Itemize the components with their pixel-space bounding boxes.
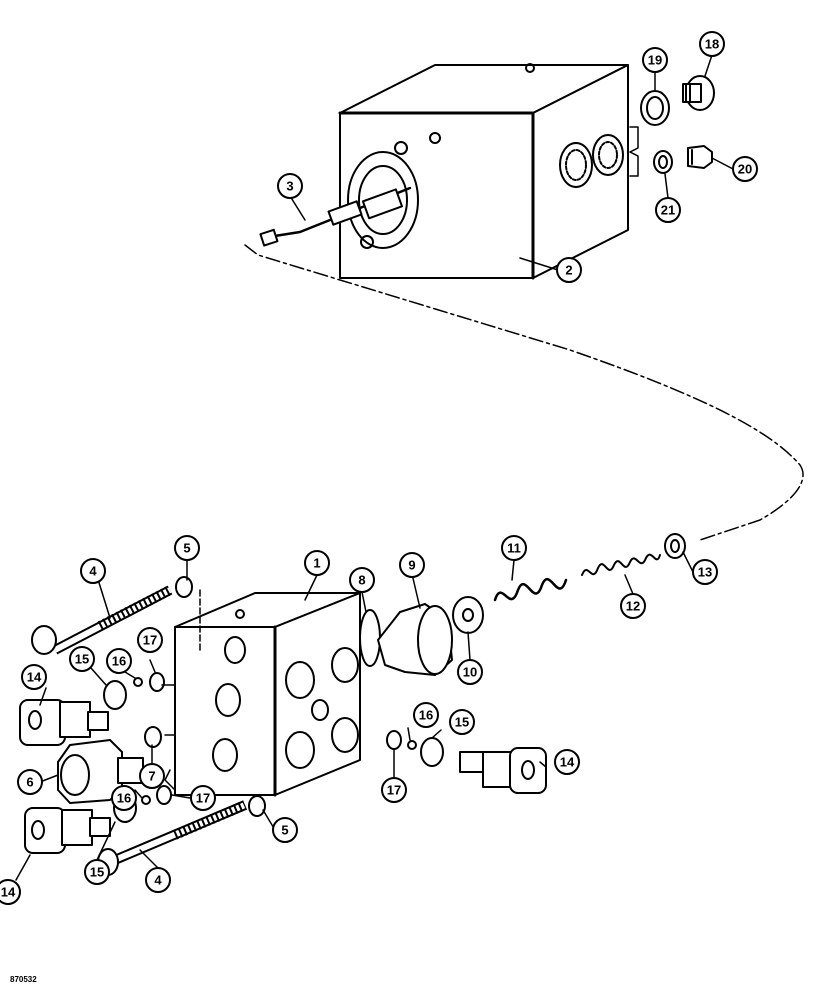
ball-16a [133, 677, 143, 687]
callout-20: 20 [732, 156, 758, 182]
callout-4-upper: 4 [80, 558, 106, 584]
spring-12 [581, 553, 661, 576]
assembly-line [244, 244, 804, 541]
spring-11 [493, 577, 568, 602]
cartridge-lower-left [24, 807, 111, 854]
callout-21: 21 [655, 197, 681, 223]
bolt-lower [97, 800, 247, 876]
svg-text:14: 14 [1, 885, 16, 900]
plug-18 [682, 75, 715, 111]
o-ring-15c [420, 737, 444, 767]
valve-body-upper [338, 63, 639, 280]
cartridge-upper-left [19, 699, 109, 746]
svg-text:14: 14 [560, 755, 575, 770]
washer-upper [175, 576, 193, 598]
washer-lower [248, 795, 266, 817]
svg-text:6: 6 [26, 775, 33, 790]
callout-15-right: 15 [449, 709, 475, 735]
o-ring-15a [103, 680, 127, 710]
callout-15-lower: 15 [84, 859, 110, 885]
callout-14-upper-left: 14 [21, 664, 47, 690]
washer-13 [664, 533, 686, 559]
svg-text:4: 4 [154, 873, 162, 888]
svg-text:14: 14 [27, 670, 42, 685]
end-cap-9 [377, 603, 453, 676]
svg-text:16: 16 [117, 791, 131, 806]
callout-15-upper: 15 [69, 646, 95, 672]
o-ring-8 [359, 609, 381, 667]
ball-16c [407, 740, 417, 750]
cartridge-right [459, 747, 547, 794]
callout-17-upper: 17 [137, 627, 163, 653]
svg-text:5: 5 [183, 541, 190, 556]
callout-7: 7 [139, 763, 165, 789]
svg-text:15: 15 [75, 652, 89, 667]
callout-17-right: 17 [381, 777, 407, 803]
callout-14-right: 14 [554, 749, 580, 775]
ball-16b [141, 795, 151, 805]
svg-text:8: 8 [358, 573, 365, 588]
svg-text:4: 4 [89, 564, 97, 579]
callout-16-upper: 16 [106, 648, 132, 674]
svg-text:5: 5 [281, 823, 288, 838]
callout-18: 18 [699, 31, 725, 57]
svg-text:11: 11 [507, 541, 521, 556]
o-ring-17b [156, 785, 172, 805]
svg-text:1: 1 [313, 556, 320, 571]
callout-16-right: 16 [413, 702, 439, 728]
callout-8: 8 [349, 567, 375, 593]
callout-16-lower: 16 [111, 785, 137, 811]
callout-14-lower-left: 14 [0, 879, 21, 905]
svg-text:19: 19 [648, 53, 662, 68]
svg-text:15: 15 [455, 715, 469, 730]
svg-text:10: 10 [463, 665, 477, 680]
svg-text:17: 17 [196, 791, 210, 806]
svg-text:16: 16 [112, 654, 126, 669]
svg-text:20: 20 [738, 162, 752, 177]
callout-17-lower: 17 [190, 785, 216, 811]
callout-4-lower: 4 [145, 867, 171, 893]
bolt-upper [31, 585, 173, 655]
callout-11: 11 [501, 535, 527, 561]
svg-text:15: 15 [90, 865, 104, 880]
valve-block-lower [161, 589, 361, 797]
svg-text:16: 16 [419, 708, 433, 723]
callout-12: 12 [620, 593, 646, 619]
svg-text:17: 17 [387, 783, 401, 798]
svg-text:3: 3 [286, 179, 293, 194]
plug-20 [687, 145, 713, 169]
svg-text:9: 9 [408, 558, 415, 573]
callout-1: 1 [304, 550, 330, 576]
drawing-number: 870532 [10, 975, 37, 984]
callout-9: 9 [399, 552, 425, 578]
svg-text:21: 21 [661, 203, 675, 218]
callout-5-upper: 5 [174, 535, 200, 561]
svg-text:18: 18 [705, 37, 719, 52]
callout-2: 2 [556, 257, 582, 283]
svg-text:2: 2 [565, 263, 572, 278]
o-ring-17a [149, 672, 165, 692]
svg-text:17: 17 [143, 633, 157, 648]
seal-ring-19 [640, 90, 670, 126]
svg-text:12: 12 [626, 599, 640, 614]
spring-seat-10 [452, 596, 484, 634]
callout-19: 19 [642, 47, 668, 73]
svg-text:7: 7 [148, 769, 155, 784]
o-ring-17c [386, 730, 402, 750]
callout-5-lower: 5 [272, 817, 298, 843]
callout-6: 6 [17, 769, 43, 795]
callout-13: 13 [692, 559, 718, 585]
svg-text:13: 13 [698, 565, 712, 580]
callout-10: 10 [457, 659, 483, 685]
spool [259, 186, 412, 247]
callout-3: 3 [277, 173, 303, 199]
o-ring-7 [144, 726, 162, 748]
seal-ring-21 [653, 150, 673, 174]
